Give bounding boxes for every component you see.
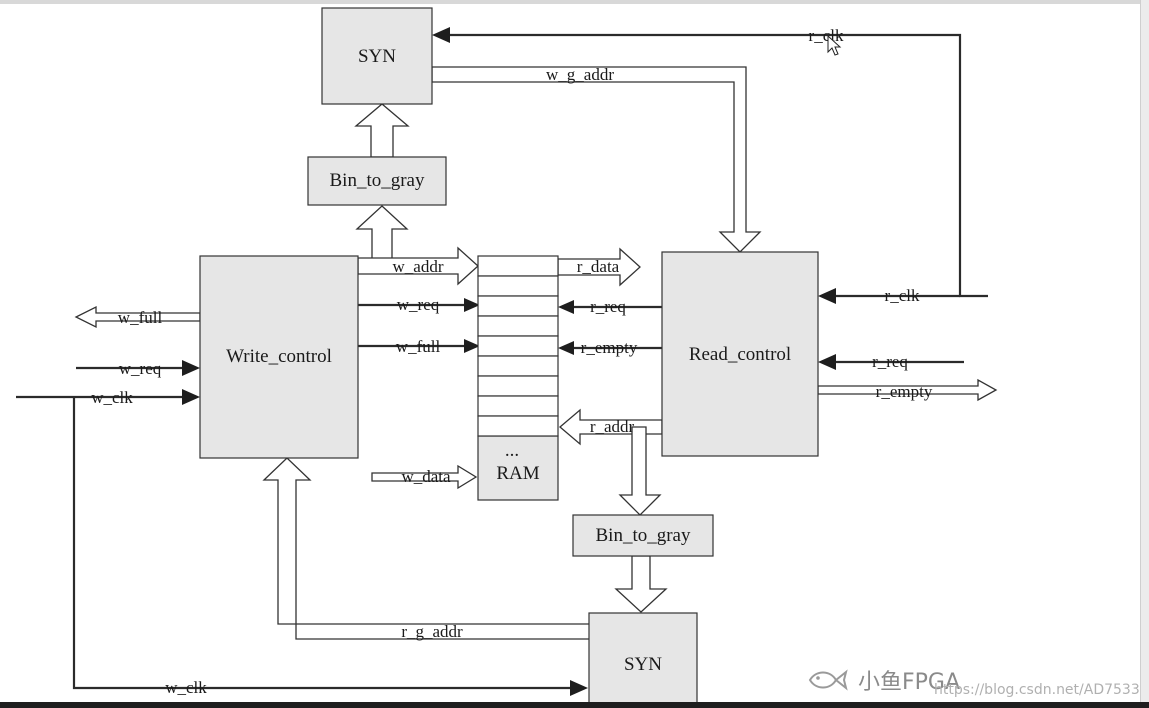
bus-w-addr <box>357 246 479 286</box>
wire-r-clk-loop <box>446 33 988 298</box>
signal-w-g-addr: w_g_addr <box>546 65 614 84</box>
ram-dots-label: ... <box>505 440 519 461</box>
arrowhead-w-full-mid <box>464 339 480 353</box>
bin-to-gray-top-block[interactable] <box>307 156 447 206</box>
bus-r-empty-out <box>817 378 998 402</box>
read-control-label: Read_control <box>689 344 791 365</box>
wire-w-clk-bottom <box>72 397 572 690</box>
ram-row <box>477 415 559 437</box>
arrowhead-r-empty-mid <box>558 341 574 355</box>
arrowhead-w-clk-write <box>182 389 200 405</box>
syn-top-block[interactable] <box>321 7 433 105</box>
arrowhead-r-req-read <box>818 354 836 370</box>
signal-r-data: r_data <box>577 257 620 276</box>
signal-w-clk-in: w_clk <box>91 388 133 407</box>
signal-r-req-in: r_req <box>872 352 908 371</box>
arrowhead-w-clk-syn <box>570 680 588 696</box>
signal-w-full-mid: w_full <box>396 337 441 356</box>
watermark-url: https://blog.csdn.net/AD7533 <box>934 682 1140 698</box>
signal-r-empty-out: r_empty <box>876 382 933 401</box>
right-scrollbar[interactable] <box>1140 0 1149 708</box>
bin-to-gray-bottom-label: Bin_to_gray <box>596 525 691 546</box>
bin-to-gray-bottom-block[interactable] <box>572 514 714 557</box>
signal-w-addr: w_addr <box>393 257 444 276</box>
write-control-block[interactable] <box>199 255 359 459</box>
signal-r-empty-mid: r_empty <box>581 338 638 357</box>
arrowhead-w-req-write <box>182 360 200 376</box>
bus-r-addr <box>558 408 663 446</box>
signal-r-clk-in: r_clk <box>885 286 920 305</box>
ram-block[interactable] <box>477 255 559 501</box>
top-border <box>0 0 1149 4</box>
signal-w-data: w_data <box>401 467 451 486</box>
signal-r-req-mid: r_req <box>590 297 626 316</box>
wechat-fish-icon <box>808 669 848 691</box>
bus-read-to-bin-bottom <box>618 426 662 516</box>
bus-w-data <box>371 464 478 490</box>
arrowhead-r-clk-syn <box>432 27 450 43</box>
syn-top-label: SYN <box>358 46 396 67</box>
watermark-brand: 小鱼FPGA <box>858 670 961 695</box>
syn-bottom-block[interactable] <box>588 612 698 708</box>
signal-r-addr: r_addr <box>590 417 635 436</box>
signal-r-g-addr: r_g_addr <box>401 622 463 641</box>
signal-w-req-in: w_req <box>119 359 162 378</box>
ram-body <box>477 435 559 501</box>
bottom-border <box>0 702 1149 708</box>
bus-r-data <box>557 247 641 287</box>
syn-bottom-label: SYN <box>624 654 662 675</box>
write-control-label: Write_control <box>226 346 332 367</box>
bus-w-g-addr <box>431 66 762 253</box>
signal-r-clk-top: r_clk <box>809 26 844 45</box>
arrowhead-r-req-ram <box>558 300 574 314</box>
arrowhead-r-clk-read <box>818 288 836 304</box>
bus-bin-to-syn-top <box>354 103 410 158</box>
bus-w-full-out <box>74 305 201 329</box>
bin-to-gray-top-label: Bin_to_gray <box>330 170 425 191</box>
signal-w-clk-bottom: w_clk <box>165 678 207 697</box>
signal-w-req-mid: w_req <box>397 295 440 314</box>
bus-r-g-addr <box>262 457 591 640</box>
read-control-block[interactable] <box>661 251 819 457</box>
signal-w-full-out: w_full <box>118 308 163 327</box>
arrowhead-w-req-ram <box>464 298 480 312</box>
bus-bin-to-syn-bottom <box>614 555 668 613</box>
ram-label: RAM <box>496 463 539 484</box>
